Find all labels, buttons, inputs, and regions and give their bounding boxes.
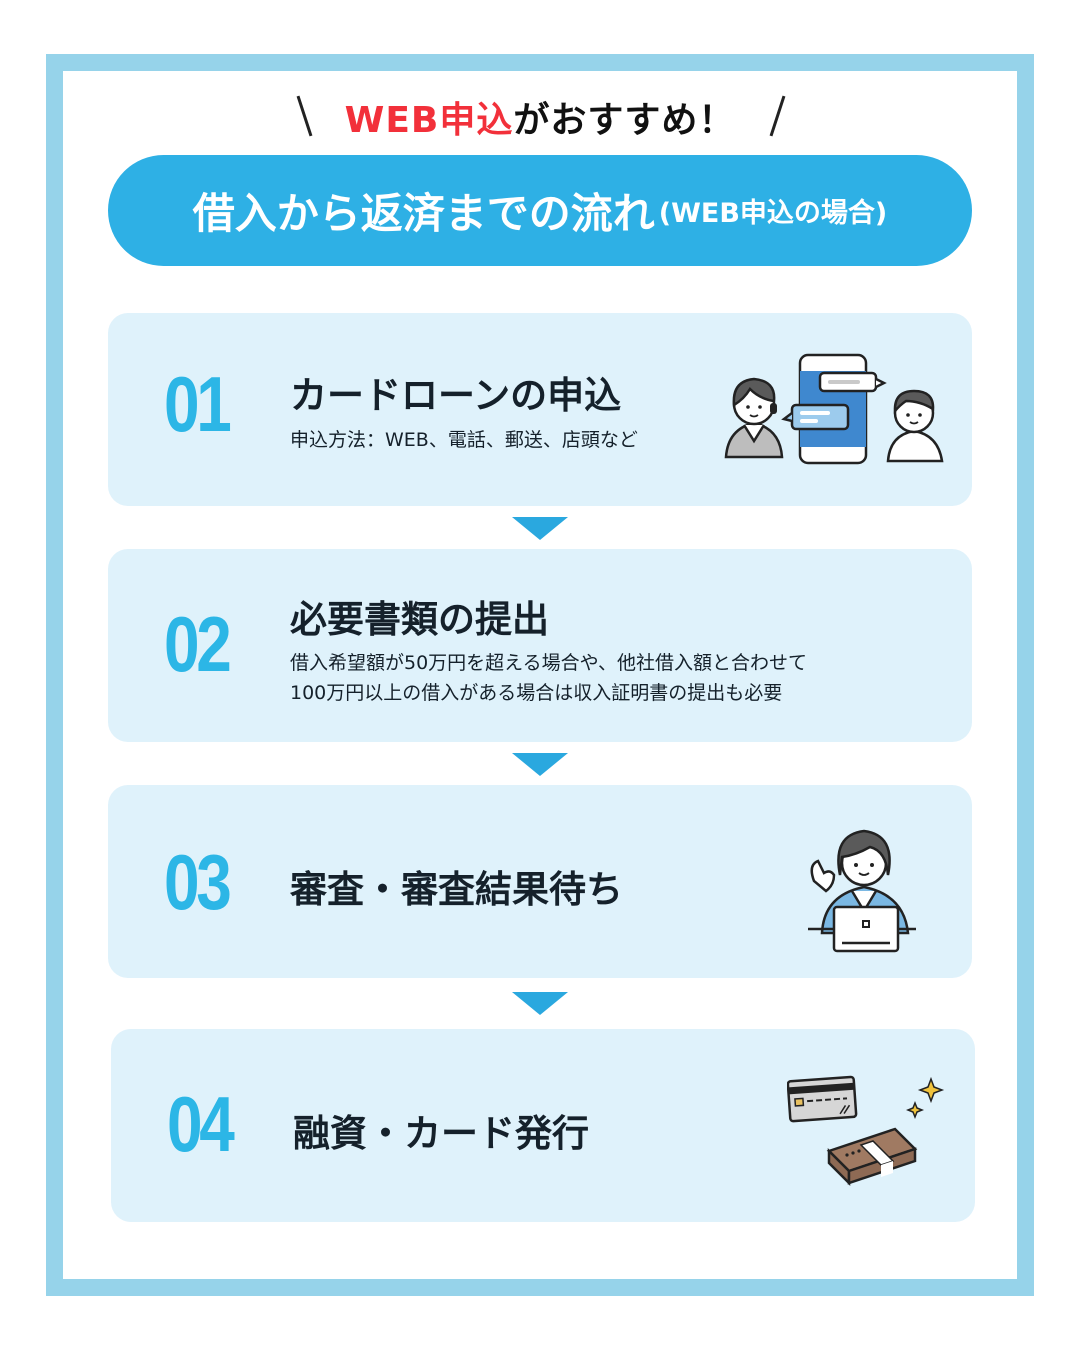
step-description: 申込方法：WEB、電話、郵送、店頭など (290, 429, 638, 451)
step-heading: 必要書類の提出 (290, 598, 549, 641)
step-heading: 融資・カード発行 (293, 1112, 589, 1155)
flow-arrow-down-icon (512, 753, 568, 776)
step-card-04: 04 融資・カード発行 (111, 1029, 975, 1222)
step-description-line-1: 借入希望額が50万円を超える場合や、他社借入額と合わせて (290, 652, 808, 674)
step-card-01: 01 カードローンの申込 申込方法：WEB、電話、郵送、店頭など (108, 313, 972, 506)
step-card-02: 02 必要書類の提出 借入希望額が50万円を超える場合や、他社借入額と合わせて … (108, 549, 972, 742)
flow-arrow-down-icon (512, 517, 568, 540)
tagline-accent: WEB申込 (344, 100, 514, 141)
step-heading: 審査・審査結果待ち (290, 868, 623, 911)
step-card-03: 03 審査・審査結果待ち (108, 785, 972, 978)
step-number: 01 (164, 360, 232, 448)
flow-arrow-down-icon (512, 992, 568, 1015)
tagline: WEB申込 がおすすめ！ (0, 92, 1080, 142)
step-number: 02 (164, 600, 232, 688)
page-title: 借入から返済までの流れ (WEB申込の場合) (108, 155, 972, 266)
page-title-main: 借入から返済までの流れ (192, 189, 655, 238)
operator-smartphone-chat-customer-icon (724, 353, 944, 465)
tagline-rest: がおすすめ！ (513, 100, 736, 141)
step-number: 04 (167, 1080, 235, 1168)
step-number: 03 (164, 838, 232, 926)
step-description-line-2: 100万円以上の借入がある場合は収入証明書の提出も必要 (290, 682, 783, 704)
woman-laptop-ok-sign-icon (808, 829, 916, 953)
page-title-sub: (WEB申込の場合) (658, 198, 888, 229)
card-and-cash-bundle-icon (787, 1075, 945, 1187)
step-heading: カードローンの申込 (290, 374, 622, 417)
